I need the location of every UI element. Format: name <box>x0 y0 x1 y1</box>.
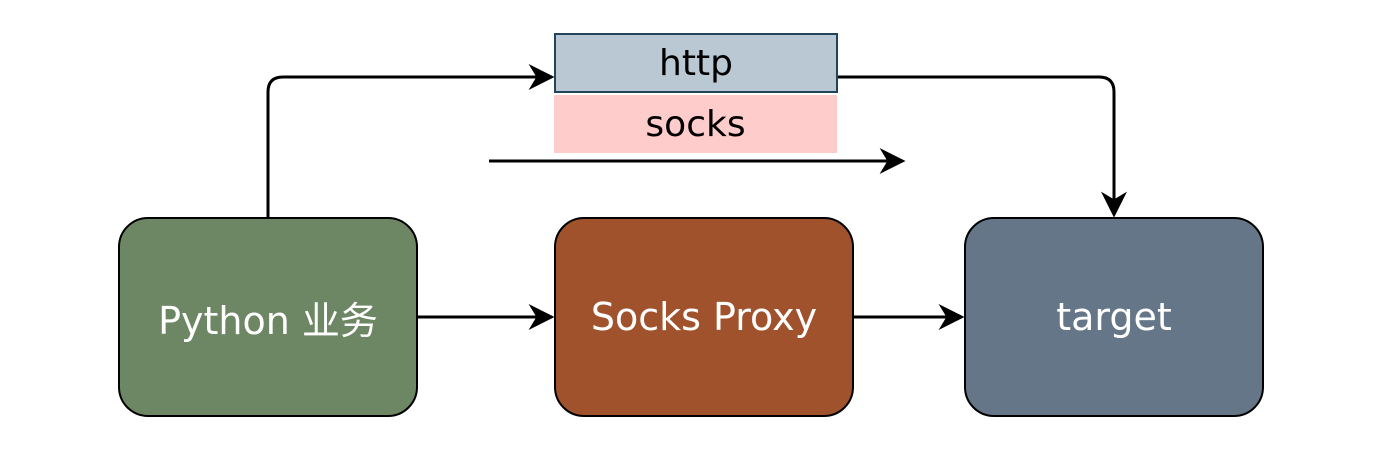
node-socks-proxy-label: Socks Proxy <box>590 295 818 339</box>
node-python-business: Python 业务 <box>118 217 418 417</box>
edge-python-to-http <box>266 64 555 217</box>
edge-http-to-target <box>838 75 1127 218</box>
node-socks-proxy: Socks Proxy <box>554 217 854 417</box>
node-target: target <box>964 217 1264 417</box>
node-target-label: target <box>1056 295 1172 339</box>
protocol-http-text: http <box>659 42 733 84</box>
protocol-http-label: http <box>554 33 838 93</box>
protocol-socks-text: socks <box>645 103 746 145</box>
protocol-socks-label: socks <box>554 95 837 153</box>
node-python-label: Python 业务 <box>158 298 378 343</box>
